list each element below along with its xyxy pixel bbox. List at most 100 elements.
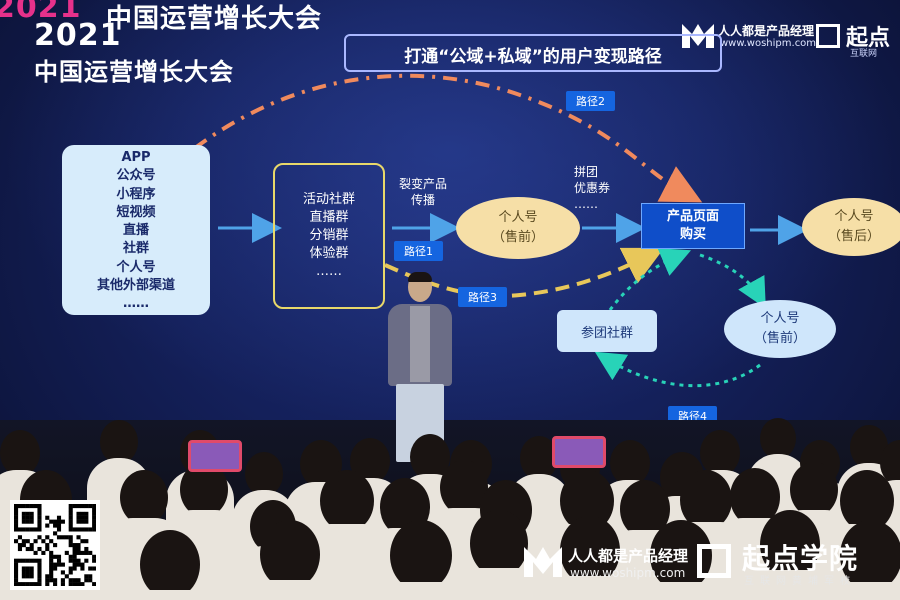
qr-module: [37, 523, 42, 528]
qr-module: [60, 562, 65, 567]
group-item: 分销群: [309, 228, 349, 243]
qr-module: [25, 504, 30, 509]
audience-head: [610, 440, 650, 486]
qr-module: [72, 582, 77, 587]
audience-body: [119, 590, 221, 600]
path2-curve: [193, 73, 703, 203]
group-item: ……: [315, 264, 342, 279]
channel-item: 短视频: [116, 204, 156, 220]
qr-module: [37, 511, 42, 516]
qr-code: [10, 500, 100, 590]
qr-module: [14, 507, 19, 513]
qr-module: [80, 504, 85, 509]
audience-head: [520, 436, 558, 480]
qr-module: [68, 519, 73, 524]
qr-module: [21, 527, 26, 532]
qr-module: [17, 504, 23, 509]
qr-module: [21, 539, 26, 544]
qr-module: [84, 546, 89, 552]
slide-title: 打通“公域+私域”的用户变现路径: [404, 47, 662, 67]
qr-module: [25, 566, 30, 571]
path4-curve-b: [699, 253, 766, 309]
qr-module: [76, 578, 81, 583]
qr-module: [17, 582, 23, 587]
product-page-line2: 购买: [679, 227, 706, 242]
audience-head: [790, 462, 838, 518]
qr-module: [84, 574, 89, 579]
qr-module: [14, 539, 19, 544]
audience-head: [100, 420, 138, 464]
qr-module: [68, 570, 73, 575]
qr-module: [25, 574, 30, 579]
qidian-logo-bottom: [697, 544, 731, 578]
qr-module: [84, 527, 89, 532]
fission-label-text: 裂变产品 传播: [398, 177, 447, 207]
woshipm-url-top: www.woshipm.com: [720, 38, 817, 49]
channel-item: APP: [121, 150, 151, 165]
qr-module: [53, 543, 58, 548]
qr-module: [45, 574, 50, 579]
qr-module: [14, 566, 19, 571]
qr-module: [21, 511, 26, 516]
channel-item: ……: [123, 296, 149, 312]
qr-module: [29, 574, 34, 579]
audience-head: [120, 470, 168, 526]
qr-module: [25, 519, 30, 524]
qr-module: [49, 570, 54, 575]
qr-module: [56, 562, 62, 567]
qr-module: [49, 574, 54, 579]
qr-module: [49, 578, 54, 583]
qr-module: [37, 566, 42, 571]
qr-module: [60, 570, 65, 575]
qr-module: [72, 566, 77, 571]
qr-module: [88, 578, 93, 583]
personal-presale-oval: 个人号 （售前）: [456, 197, 580, 259]
qr-module: [68, 535, 73, 540]
qr-module: [84, 550, 89, 555]
qr-module: [76, 546, 81, 552]
audience-head: [470, 510, 528, 577]
qr-module: [17, 535, 23, 540]
personal-presale2-line1: 个人号: [760, 311, 800, 326]
qr-module: [72, 558, 77, 563]
qidian-name-bottom: 起点学院: [742, 542, 859, 575]
qr-module: [25, 515, 30, 520]
qr-module: [68, 511, 73, 516]
audience-phone: [552, 436, 606, 468]
qr-module: [88, 566, 93, 571]
qr-module: [21, 570, 26, 575]
audience-body: [818, 582, 900, 600]
qr-module: [88, 504, 93, 509]
personal-presale2-oval: 个人号 （售前）: [724, 300, 836, 358]
woshipm-name-top: 人人都是产品经理: [718, 24, 815, 38]
woshipm-logo-top: [680, 20, 716, 50]
qr-module: [21, 566, 26, 571]
qr-module: [33, 558, 38, 563]
qr-module: [25, 546, 30, 552]
qr-module: [53, 578, 58, 583]
qr-module: [80, 515, 85, 520]
qr-module: [56, 558, 62, 563]
qr-module: [21, 582, 26, 587]
speaker-shirt: [410, 306, 430, 382]
qr-module: [33, 539, 38, 544]
qr-module: [76, 543, 81, 548]
qr-module: [76, 562, 81, 567]
qr-module: [88, 527, 93, 532]
qr-module: [25, 558, 30, 563]
group-item: 体验群: [309, 246, 349, 261]
qr-module: [84, 515, 89, 520]
qr-module: [88, 550, 93, 555]
audience-head: [760, 510, 820, 579]
qr-module: [14, 523, 19, 528]
qr-module: [68, 582, 73, 587]
qr-module: [45, 515, 50, 520]
qr-module: [53, 531, 58, 536]
qr-module: [80, 550, 85, 555]
qr-module: [37, 535, 42, 540]
qr-module: [17, 543, 23, 548]
qr-module: [56, 527, 62, 532]
qr-module: [49, 562, 54, 567]
qr-module: [72, 550, 77, 555]
